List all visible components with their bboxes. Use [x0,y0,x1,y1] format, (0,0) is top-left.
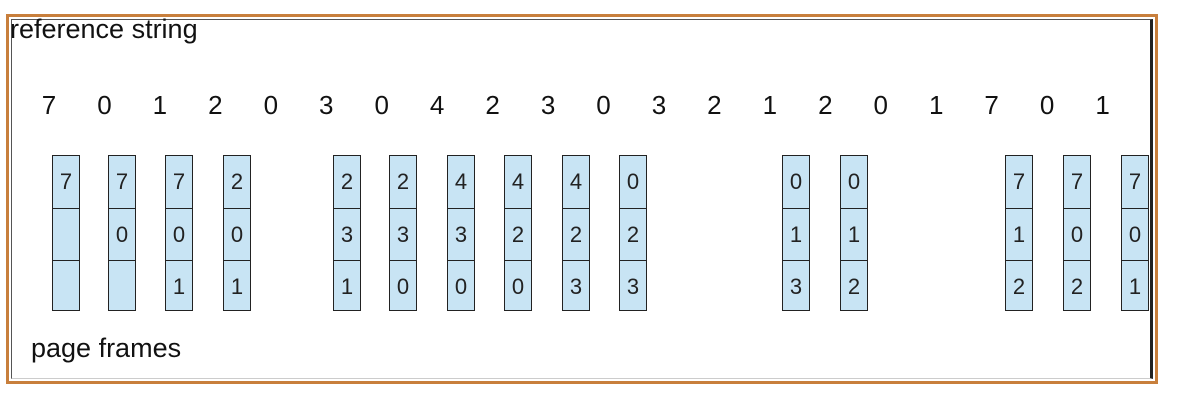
page-frame-cell: 3 [390,208,416,260]
page-frame-cell: 0 [1064,208,1090,260]
page-frame-cell: 2 [1006,260,1032,312]
page-frame-cell: 0 [505,260,531,312]
page-frame-cell: 1 [1122,260,1148,312]
page-frame-cell: 2 [841,260,867,312]
reference-value: 0 [97,90,112,120]
page-frame-cell: 2 [230,169,244,194]
page-frame-cell: 4 [569,169,583,194]
reference-value: 0 [873,90,888,120]
page-frame-cell: 2 [563,208,589,260]
page-frame-cell: 2 [1064,260,1090,312]
page-frame-cell: 3 [563,260,589,312]
page-frame-cell: 0 [390,260,416,312]
page-frame-cell: 1 [841,208,867,260]
page-frame-cell: 0 [448,260,474,312]
reference-value: 1 [1095,90,1110,120]
page-frame-cell [53,208,79,260]
page-frame-cell: 3 [783,260,809,312]
page-frame-cell: 1 [166,260,192,312]
page-frame-cell: 0 [1122,208,1148,260]
reference-value: 1 [152,90,168,120]
reference-value: 3 [651,90,667,120]
page-frame-cell: 0 [626,169,640,194]
page-frame-cell: 0 [789,169,803,194]
page-frame-cell: 7 [115,169,129,194]
reference-value: 0 [263,90,279,120]
page-frame-cell: 0 [109,208,135,260]
page-frame-cell: 4 [511,169,525,194]
reference-value: 2 [818,90,833,120]
page-frame-cell: 0 [224,208,250,260]
page-frame-cell: 1 [783,208,809,260]
page-frame-cell: 3 [620,260,646,312]
page-frame-cell [53,260,79,312]
page-frames-label: page frames [31,333,182,363]
page-frame-cell: 3 [448,208,474,260]
page-frame-cell: 7 [1070,169,1084,194]
reference-value: 2 [208,90,223,120]
page-frame-cell: 1 [224,260,250,312]
reference-value: 1 [762,90,778,120]
page-frame-cell: 2 [396,169,410,194]
page-frame-cell: 7 [59,169,73,194]
reference-value: 0 [1039,90,1055,120]
page-frame-cell: 1 [1006,208,1032,260]
reference-value: 2 [485,90,500,120]
page-frame-cell: 0 [847,169,861,194]
page-frame-cell: 7 [1012,169,1026,194]
reference-value: 4 [429,90,445,120]
page-frame-cell: 2 [620,208,646,260]
reference-value: 7 [41,90,57,120]
page-frame-column: 7 [52,155,80,311]
reference-value: 3 [319,90,334,120]
page-frame-cell: 7 [1128,169,1142,194]
reference-value: 0 [374,90,389,120]
page-frame-cell: 1 [334,260,360,312]
page-frame-cell [109,260,135,312]
page-frame-cell: 4 [454,169,468,194]
page-frame-cell: 7 [172,169,186,194]
reference-string-label: reference string [10,14,198,44]
page-frame-cell: 3 [334,208,360,260]
page-frame-cell: 2 [505,208,531,260]
diagram-inner-border [11,19,1153,379]
page-frame-cell: 0 [166,208,192,260]
reference-value: 3 [540,90,556,120]
reference-value: 0 [596,90,611,120]
reference-value: 7 [984,90,999,120]
page-frame-cell: 2 [340,169,354,194]
reference-value: 2 [707,90,722,120]
reference-value: 1 [928,90,944,120]
